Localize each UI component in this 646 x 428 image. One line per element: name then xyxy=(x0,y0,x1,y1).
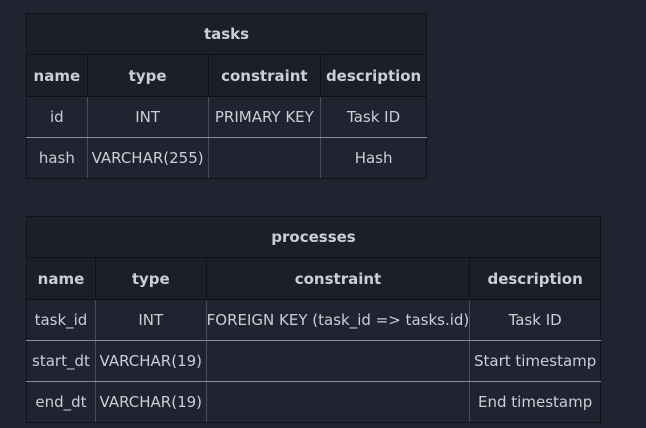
cell-constraint: FOREIGN KEY (task_id => tasks.id) xyxy=(205,299,471,341)
cell-description: End timestamp xyxy=(469,381,601,423)
table-title: processes xyxy=(26,216,601,258)
table-row: task_id INT FOREIGN KEY (task_id => task… xyxy=(26,299,601,341)
cell-name: hash xyxy=(26,137,88,179)
cell-type: VARCHAR(19) xyxy=(94,340,207,382)
cell-constraint xyxy=(205,381,471,423)
table-row: id INT PRIMARY KEY Task ID xyxy=(26,96,427,138)
table-header-row: name type constraint description xyxy=(26,54,427,97)
cell-description: Start timestamp xyxy=(469,340,601,382)
table-row: end_dt VARCHAR(19) End timestamp xyxy=(26,381,601,423)
table-caption-row: processes xyxy=(26,216,601,258)
cell-type: INT xyxy=(86,96,209,138)
column-header-name: name xyxy=(26,54,88,97)
cell-constraint: PRIMARY KEY xyxy=(207,96,322,138)
processes-table: processes name type constraint descripti… xyxy=(26,216,601,423)
table-row: start_dt VARCHAR(19) Start timestamp xyxy=(26,340,601,382)
cell-type: VARCHAR(19) xyxy=(94,381,207,423)
cell-constraint xyxy=(207,137,322,179)
column-header-constraint: constraint xyxy=(207,54,322,97)
table-caption-row: tasks xyxy=(26,13,427,55)
cell-name: task_id xyxy=(26,299,96,341)
cell-type: INT xyxy=(94,299,207,341)
column-header-name: name xyxy=(26,257,96,300)
cell-name: id xyxy=(26,96,88,138)
cell-name: end_dt xyxy=(26,381,96,423)
table-title: tasks xyxy=(26,13,427,55)
cell-description: Task ID xyxy=(469,299,601,341)
table-header-row: name type constraint description xyxy=(26,257,601,300)
column-header-description: description xyxy=(320,54,427,97)
cell-description: Task ID xyxy=(320,96,427,138)
column-header-type: type xyxy=(86,54,209,97)
tasks-table: tasks name type constraint description i… xyxy=(26,13,427,179)
cell-constraint xyxy=(205,340,471,382)
column-header-constraint: constraint xyxy=(205,257,471,300)
cell-type: VARCHAR(255) xyxy=(86,137,209,179)
cell-description: Hash xyxy=(320,137,427,179)
table-row: hash VARCHAR(255) Hash xyxy=(26,137,427,179)
column-header-type: type xyxy=(94,257,207,300)
cell-name: start_dt xyxy=(26,340,96,382)
column-header-description: description xyxy=(469,257,601,300)
